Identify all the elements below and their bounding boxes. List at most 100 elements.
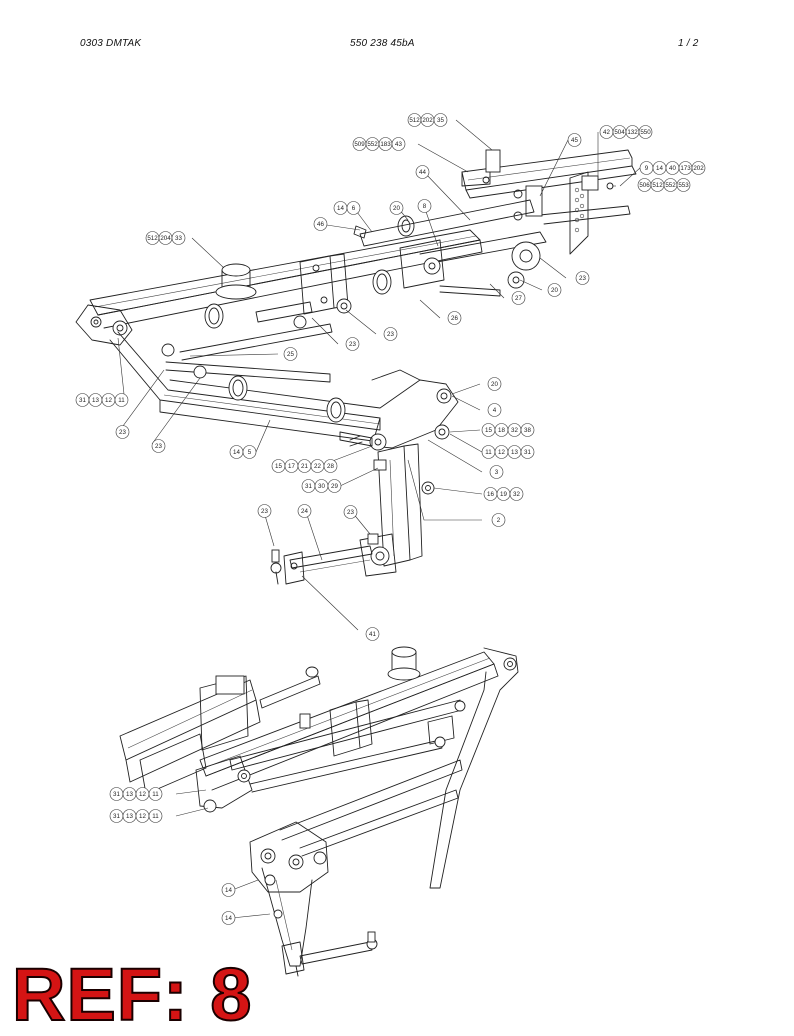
callout-bubble xyxy=(221,883,236,897)
upper-callout: 2 xyxy=(491,513,506,527)
upper-callout: 23 xyxy=(383,327,398,341)
callout-number: 31 xyxy=(524,449,531,456)
callout-number: 202 xyxy=(422,117,433,124)
steering-link xyxy=(270,533,379,585)
callout-number: 38 xyxy=(524,427,531,434)
callout-number: 512 xyxy=(147,235,158,242)
callout-number: 21 xyxy=(301,463,308,470)
upper-callout: 25 xyxy=(283,347,298,361)
callout-number: 11 xyxy=(152,791,159,798)
lower-chassis-beam xyxy=(119,666,321,795)
callout-number: 33 xyxy=(175,235,182,242)
callout-bubble xyxy=(343,505,358,519)
callout-number: 8 xyxy=(423,203,427,210)
callout-number: 28 xyxy=(327,463,334,470)
callout-number: 23 xyxy=(155,443,162,450)
callout-bubble xyxy=(313,217,328,231)
callout-number: 552 xyxy=(665,182,676,189)
callout-number: 32 xyxy=(511,427,518,434)
callout-number: 204 xyxy=(160,235,171,242)
callout-bubble xyxy=(489,465,504,479)
callout-bubble xyxy=(520,423,535,437)
callout-bubble xyxy=(115,425,130,439)
callout-number: 506 xyxy=(639,182,650,189)
upper-callout: 26 xyxy=(447,311,462,325)
lower-knuckle xyxy=(249,821,378,977)
callout-number: 25 xyxy=(287,351,294,358)
callout-number: 504 xyxy=(614,129,625,136)
callout-number: 15 xyxy=(485,427,492,434)
upper-callout: 8 xyxy=(417,199,432,213)
callout-bubble xyxy=(151,439,166,453)
callout-bubble xyxy=(691,161,706,175)
callout-number: 24 xyxy=(301,508,308,515)
callout-number: 23 xyxy=(387,331,394,338)
callout-number: 17 xyxy=(288,463,295,470)
lower-callout: 14 xyxy=(221,883,236,897)
callout-number: 2 xyxy=(497,517,501,524)
callout-number: 15 xyxy=(275,463,282,470)
header-left: 0303 DMTAK xyxy=(80,38,142,49)
callout-number: 27 xyxy=(515,295,522,302)
callout-number: 46 xyxy=(317,221,324,228)
upper-cylinders xyxy=(161,199,547,383)
ref-stamp: REF: 8 xyxy=(11,953,253,1036)
callout-number: 44 xyxy=(419,169,426,176)
callout-number: 9 xyxy=(645,165,649,172)
upper-callout: 23 xyxy=(115,425,130,439)
callout-bubble xyxy=(365,627,380,641)
lower-callout: 14 xyxy=(221,911,236,925)
header-drawing-number: 550 238 45bA xyxy=(350,38,415,49)
upper-callout: 23 xyxy=(345,337,360,351)
callout-number: 553 xyxy=(678,182,689,189)
callout-number: 14 xyxy=(337,205,344,212)
callout-number: 512 xyxy=(409,117,420,124)
callout-bubble xyxy=(257,504,272,518)
callout-bubble xyxy=(391,137,406,151)
callout-number: 23 xyxy=(261,508,268,515)
callout-bubble xyxy=(283,347,298,361)
callout-number: 512 xyxy=(652,182,663,189)
callout-number: 5 xyxy=(248,449,252,456)
callout-bubble xyxy=(567,133,582,147)
callout-number: 23 xyxy=(347,509,354,516)
callout-number: 20 xyxy=(551,287,558,294)
callout-number: 6 xyxy=(352,205,356,212)
callout-number: 12 xyxy=(105,397,112,404)
callout-number: 13 xyxy=(511,449,518,456)
callout-bubble xyxy=(148,787,163,801)
callout-number: 29 xyxy=(331,483,338,490)
callout-number: 12 xyxy=(139,813,146,820)
callout-bubble xyxy=(487,403,502,417)
callout-number: 35 xyxy=(437,117,444,124)
upper-callout: 46 xyxy=(313,217,328,231)
header-page-number: 1 / 2 xyxy=(678,38,699,49)
callout-number: 43 xyxy=(395,141,402,148)
upper-callout: 3 xyxy=(489,465,504,479)
callout-number: 11 xyxy=(152,813,159,820)
upper-callout: 20 xyxy=(389,201,404,215)
callout-number: 31 xyxy=(113,791,120,798)
upper-assembly xyxy=(75,119,641,631)
callout-number: 14 xyxy=(225,915,232,922)
upper-callout: 27 xyxy=(511,291,526,305)
callout-number: 509 xyxy=(354,141,365,148)
callout-number: 14 xyxy=(225,887,232,894)
callout-number: 20 xyxy=(491,381,498,388)
callout-number: 26 xyxy=(451,315,458,322)
callout-number: 20 xyxy=(393,205,400,212)
lower-assembly xyxy=(119,646,519,977)
